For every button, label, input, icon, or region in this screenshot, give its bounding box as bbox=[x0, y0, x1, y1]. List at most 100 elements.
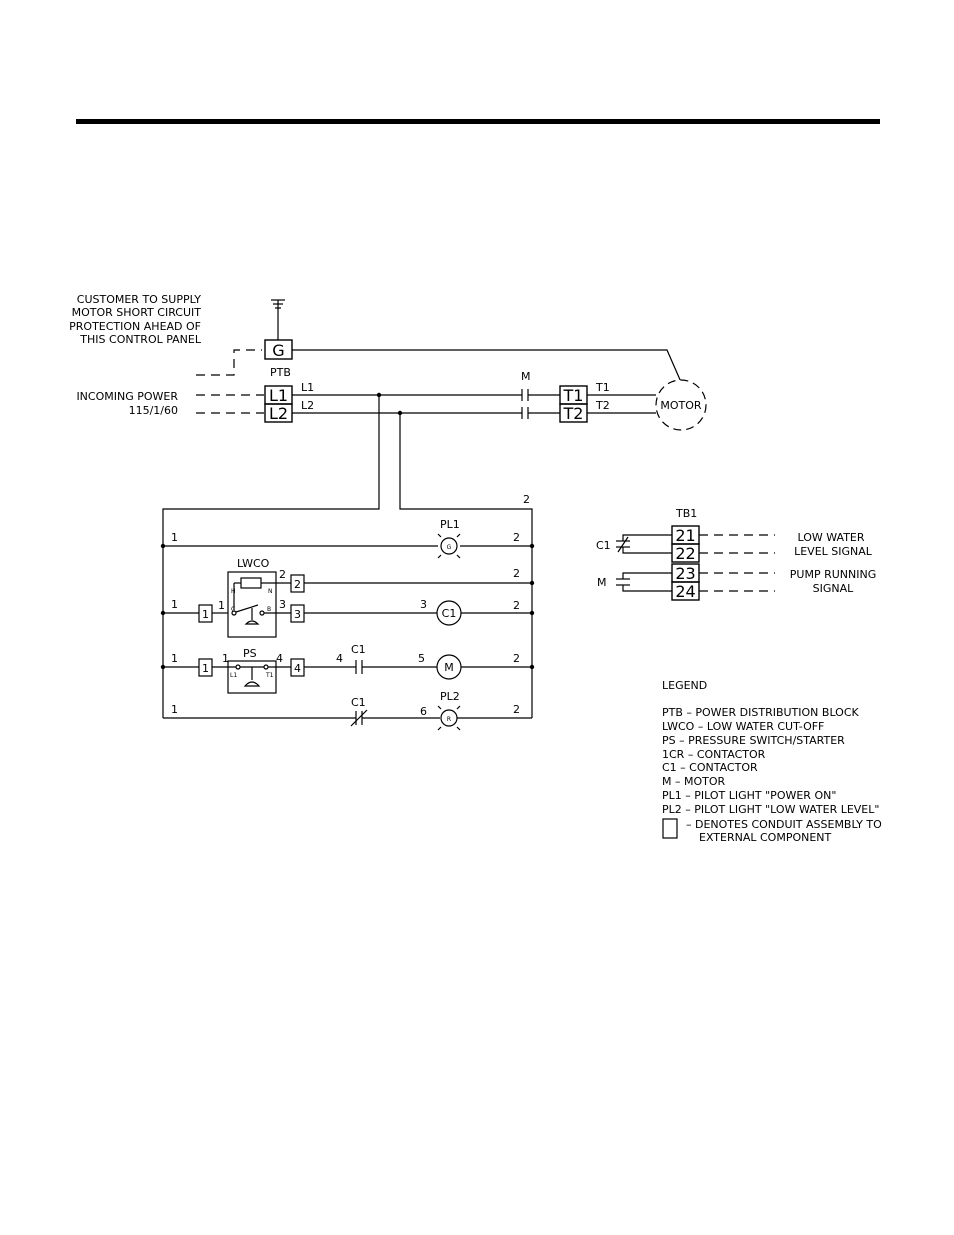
junction-dot bbox=[160, 543, 166, 549]
terminal-label: 4 bbox=[294, 662, 301, 675]
ground-wire bbox=[292, 349, 682, 383]
ground-field-wire bbox=[196, 349, 262, 376]
ptb-terminal-l2-label: L2 bbox=[269, 404, 288, 423]
customer-note: CUSTOMER TO SUPPLY MOTOR SHORT CIRCUIT P… bbox=[69, 293, 202, 346]
legend: LEGEND PTB – POWER DISTRIBUTION BLOCK LW… bbox=[662, 679, 882, 844]
legend-item: M – MOTOR bbox=[662, 775, 726, 788]
incoming-power-rating: 115/1/60 bbox=[129, 404, 178, 417]
ps-mark-l1: L1 bbox=[230, 672, 237, 679]
wire-label-t1: T1 bbox=[595, 381, 610, 394]
customer-note-line: CUSTOMER TO SUPPLY bbox=[77, 293, 202, 306]
lwco-switch-box bbox=[227, 571, 277, 638]
pl1-label: PL1 bbox=[440, 518, 460, 531]
ground-icon bbox=[271, 299, 285, 340]
pilot-light-pl1-icon bbox=[437, 533, 461, 559]
lwco-switch-icon bbox=[231, 577, 268, 625]
motor-contact-l1 bbox=[521, 389, 529, 401]
ps-label: PS bbox=[243, 647, 257, 660]
junction-dot bbox=[529, 580, 535, 586]
pl2-letter: R bbox=[447, 716, 451, 723]
legend-item: PL2 – PILOT LIGHT "LOW WATER LEVEL" bbox=[662, 803, 879, 816]
legend-box-note: EXTERNAL COMPONENT bbox=[699, 831, 832, 844]
terminal-label: 3 bbox=[294, 608, 301, 621]
wire-label: 1 bbox=[171, 652, 178, 665]
junction-dot bbox=[529, 610, 535, 616]
wire-label: 2 bbox=[513, 652, 520, 665]
tb1-contact-m-label: M bbox=[597, 576, 607, 589]
low-water-signal-label: LEVEL SIGNAL bbox=[794, 545, 873, 558]
customer-note-line: THIS CONTROL PANEL bbox=[79, 333, 202, 346]
wire-label-l2: L2 bbox=[301, 399, 314, 412]
pump-running-signal-label: PUMP RUNNING bbox=[790, 568, 876, 581]
legend-box-note: – DENOTES CONDUIT ASSEMBLY TO bbox=[686, 818, 882, 831]
motor-label: MOTOR bbox=[660, 399, 702, 412]
lwco-mark-b: B bbox=[267, 606, 271, 613]
coil-m-label: M bbox=[444, 661, 454, 674]
ladder-top-wire-label: 2 bbox=[523, 493, 530, 506]
wire-label-t2: T2 bbox=[595, 399, 610, 412]
pl2-label: PL2 bbox=[440, 690, 460, 703]
legend-item: C1 – CONTACTOR bbox=[662, 761, 758, 774]
lwco-label: LWCO bbox=[237, 557, 270, 570]
motor-contact-label: M bbox=[521, 370, 531, 383]
wire-label-l1: L1 bbox=[301, 381, 314, 394]
legend-item: PTB – POWER DISTRIBUTION BLOCK bbox=[662, 706, 860, 719]
motor-icon bbox=[655, 379, 707, 431]
wire-label: 2 bbox=[279, 568, 286, 581]
wire-label: 1 bbox=[171, 598, 178, 611]
incoming-power-label: INCOMING POWER bbox=[76, 390, 178, 403]
junction-dot bbox=[160, 664, 166, 670]
rung1-right-wire-label: 2 bbox=[513, 531, 520, 544]
lwco-mark-c: C bbox=[231, 606, 235, 613]
wire-label: 3 bbox=[279, 598, 286, 611]
wire-label: 4 bbox=[336, 652, 343, 665]
legend-item: PL1 – PILOT LIGHT "POWER ON" bbox=[662, 789, 836, 802]
terminal-label: 2 bbox=[294, 578, 301, 591]
customer-note-line: MOTOR SHORT CIRCUIT bbox=[72, 306, 202, 319]
lwco-mark-h: H bbox=[231, 588, 236, 595]
header-rule bbox=[76, 119, 880, 124]
ptb-terminal-block: G L1 L2 bbox=[264, 339, 293, 423]
l2-drop-wire bbox=[399, 413, 533, 718]
wire-label: 3 bbox=[420, 598, 427, 611]
rung1-left-wire-label: 1 bbox=[171, 531, 178, 544]
ps-switch-box bbox=[227, 660, 277, 694]
wire-label: 5 bbox=[418, 652, 425, 665]
motor-contact-l2 bbox=[521, 407, 529, 419]
coil-c1-label: C1 bbox=[442, 607, 457, 620]
wire-label: 2 bbox=[513, 703, 520, 716]
tb1-terminal-label: 23 bbox=[675, 564, 695, 583]
wire-label: 6 bbox=[420, 705, 427, 718]
pl1-letter: G bbox=[447, 544, 452, 551]
motor-terminal-block: T1 T2 bbox=[559, 385, 588, 423]
pump-running-signal-label: SIGNAL bbox=[813, 582, 855, 595]
tb1-contact-c1-label: C1 bbox=[596, 539, 611, 552]
tb1-terminal-block: 21 22 23 24 bbox=[671, 525, 700, 601]
legend-item: 1CR – CONTACTOR bbox=[662, 748, 766, 761]
contact-c1-nc-label: C1 bbox=[351, 696, 366, 709]
junction-dot bbox=[529, 664, 535, 670]
legend-item: LWCO – LOW WATER CUT-OFF bbox=[662, 720, 824, 733]
legend-title: LEGEND bbox=[662, 679, 707, 692]
terminal-label: 1 bbox=[202, 608, 209, 621]
wire-label: 2 bbox=[513, 567, 520, 580]
tb1-terminal-label: 24 bbox=[675, 582, 695, 601]
legend-item: PS – PRESSURE SWITCH/STARTER bbox=[662, 734, 845, 747]
tb1-terminal-label: 21 bbox=[675, 526, 695, 545]
wire-label: 1 bbox=[171, 703, 178, 716]
tb1-label: TB1 bbox=[675, 507, 697, 520]
ptb-terminal-l1-label: L1 bbox=[269, 386, 288, 405]
l1-drop-wire bbox=[162, 395, 380, 718]
wire-label: 2 bbox=[513, 599, 520, 612]
legend-conduit-box-icon bbox=[662, 818, 678, 839]
wire-label: 4 bbox=[276, 652, 283, 665]
junction-dot bbox=[160, 610, 166, 616]
customer-note-line: PROTECTION AHEAD OF bbox=[69, 320, 201, 333]
motor-terminal-t2-label: T2 bbox=[563, 404, 584, 423]
contact-c1-no-icon bbox=[355, 660, 363, 674]
contact-c1-label: C1 bbox=[351, 643, 366, 656]
wire-label: 1 bbox=[218, 599, 225, 612]
incoming-power-note: INCOMING POWER 115/1/60 bbox=[76, 390, 178, 417]
lwco-mark-n: N bbox=[268, 588, 273, 595]
